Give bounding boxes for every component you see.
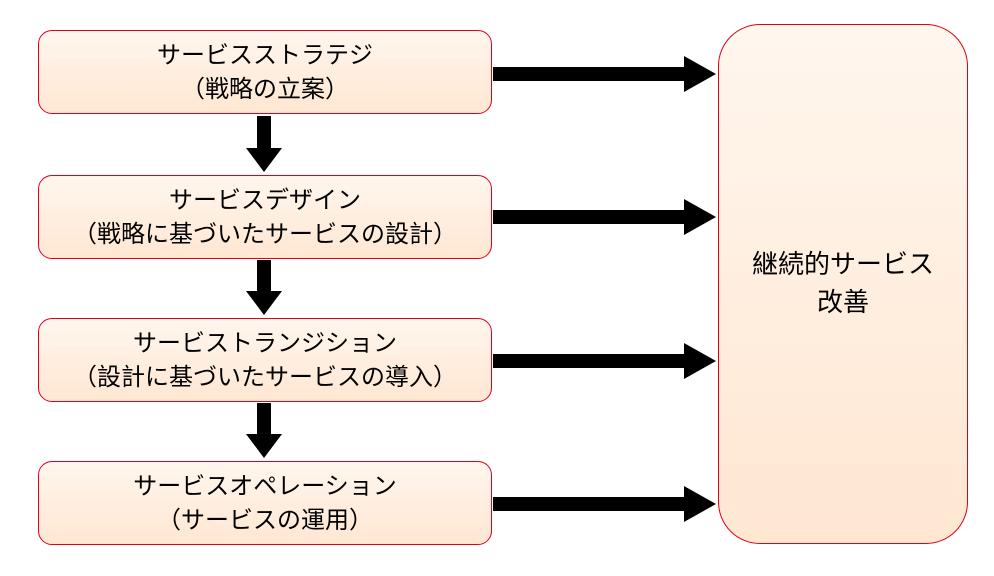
right-arrow-design (493, 199, 716, 235)
down-arrow-3 (246, 403, 282, 458)
right-arrow-operation (493, 486, 716, 522)
stage-box-transition: サービストランジション （設計に基づいたサービスの導入） (38, 318, 492, 402)
continual-improvement-box: 継続的サービス 改善 (718, 24, 968, 544)
right-arrow-strategy (493, 56, 716, 92)
stage-box-strategy: サービスストラテジ （戦略の立案） (38, 30, 492, 114)
csi-title: 継続的サービス (751, 250, 934, 280)
csi-subtitle: 改善 (816, 288, 869, 318)
stage-subtitle: （サービスの運用） (157, 506, 373, 534)
down-arrow-1 (246, 116, 282, 172)
right-arrow-transition (493, 343, 716, 379)
stage-box-operation: サービスオペレーション （サービスの運用） (38, 461, 492, 545)
stage-subtitle: （戦略の立案） (181, 75, 349, 103)
stage-title: サービスデザイン (169, 186, 361, 214)
down-arrow-2 (246, 260, 282, 315)
stage-subtitle: （戦略に基づいたサービスの設計） (73, 220, 457, 248)
stage-subtitle: （設計に基づいたサービスの導入） (73, 363, 457, 391)
stage-box-design: サービスデザイン （戦略に基づいたサービスの設計） (38, 175, 492, 259)
stage-title: サービストランジション (133, 329, 397, 357)
stage-title: サービスオペレーション (133, 472, 397, 500)
stage-title: サービスストラテジ (157, 41, 373, 69)
